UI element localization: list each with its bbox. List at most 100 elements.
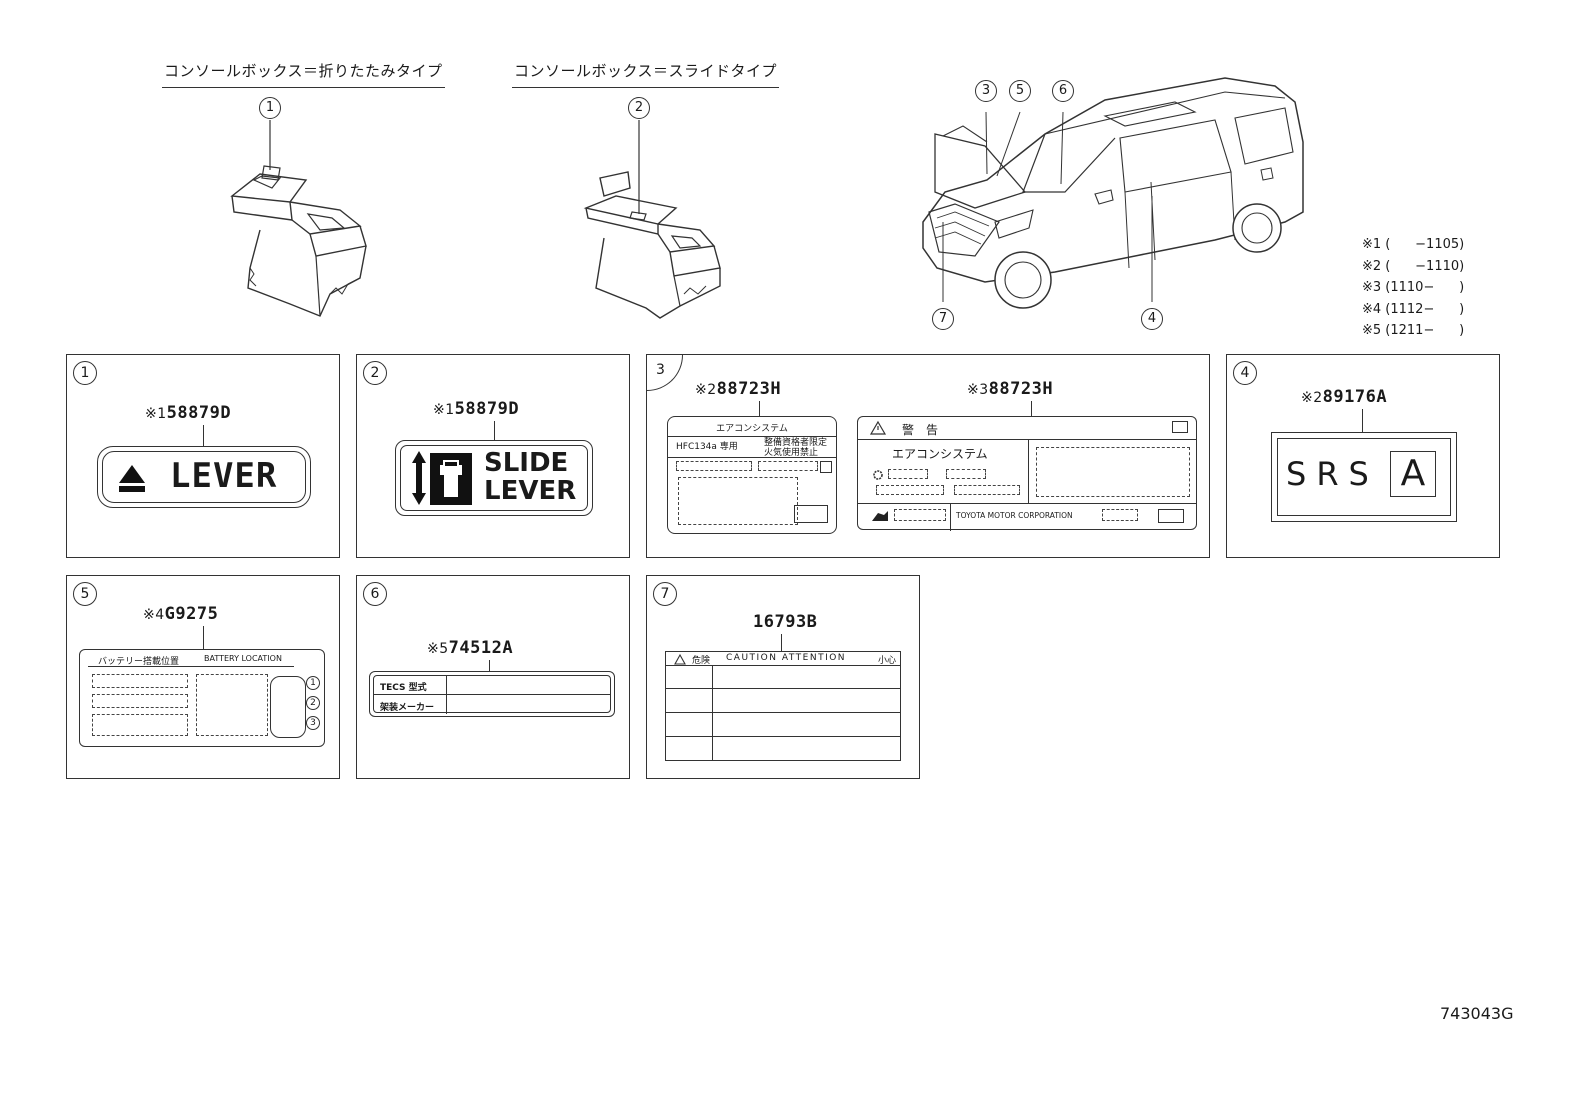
divider-v2 <box>950 503 951 531</box>
variant-mark: ※1 <box>145 406 167 422</box>
hand-lever-icon <box>430 453 472 505</box>
gear-icon <box>873 470 883 480</box>
panel-4: 4 ※289176A SRS A <box>1226 354 1500 558</box>
leader-line <box>1362 409 1363 433</box>
variant-mark: ※4 <box>143 607 165 623</box>
panel-number: 2 <box>363 361 387 385</box>
variant-mark: ※2 <box>1301 390 1323 406</box>
divider <box>858 439 1196 440</box>
field-1 <box>1036 447 1190 497</box>
callout-2: 2 <box>628 97 650 119</box>
leader-line <box>489 660 490 672</box>
tecs-label-inner <box>373 675 611 713</box>
lever-label-inner <box>102 451 306 503</box>
leader-line <box>781 634 782 652</box>
warning-icon-box <box>1172 421 1188 433</box>
callout-5: 5 <box>1009 80 1031 102</box>
part-number: ※574512A <box>427 638 513 658</box>
field-5 <box>794 505 828 523</box>
part-number-text: 88723H <box>988 379 1054 399</box>
field-5 <box>954 485 1020 495</box>
diagram-id: 743043G <box>1440 1004 1514 1023</box>
leader-line <box>1031 401 1032 417</box>
validity-legend: ※1 ( −1105) ※2 ( −1110) ※3 (1110− ) ※4 (… <box>1362 234 1464 342</box>
maker-name: TOYOTA MOTOR CORPORATION <box>956 511 1073 520</box>
warning-triangle-icon <box>869 420 887 435</box>
panel-number: 1 <box>73 361 97 385</box>
caution-en: CAUTION ATTENTION <box>726 653 847 663</box>
row-divider-1 <box>666 688 900 689</box>
field-6 <box>894 509 946 521</box>
panel-5: 5 ※4G9275 バッテリー搭載位置 BATTERY LOCATION 1 2… <box>66 575 340 779</box>
battery-callout-1: 1 <box>306 676 320 690</box>
lever-label: LEVER <box>97 446 311 508</box>
panel-number: 7 <box>653 582 677 606</box>
divider <box>374 694 610 695</box>
callout-3: 3 <box>975 80 997 102</box>
part-number-text: 58879D <box>454 399 520 419</box>
caution-cn: 小心 <box>877 656 896 666</box>
part-number-a: ※288723H <box>695 379 781 399</box>
leader-line <box>203 626 204 650</box>
aircon-warning-2: 火気使用禁止 <box>764 448 819 458</box>
eject-icon <box>119 465 145 492</box>
divider <box>668 457 836 458</box>
field-1 <box>676 461 752 471</box>
variant-mark: ※1 <box>433 402 455 418</box>
legend-item-2: ※2 ( −1110) <box>1362 258 1465 274</box>
callout-7: 7 <box>932 308 954 330</box>
divider <box>88 666 294 667</box>
part-number: 16793B <box>753 612 817 632</box>
srs-text: SRS <box>1286 455 1379 493</box>
console-folding-illustration <box>230 120 367 317</box>
divider <box>666 665 900 666</box>
part-number-text: 88723H <box>716 379 782 399</box>
battery-header-jp: バッテリー搭載位置 <box>98 657 180 667</box>
legend-item-3: ※3 (1110− ) <box>1362 280 1465 295</box>
field-2 <box>92 694 188 708</box>
callout-6: 6 <box>1052 80 1074 102</box>
heading-folding-console: コンソールボックス＝折りたたみタイプ <box>162 60 445 88</box>
heading-slide-console: コンソールボックス＝スライドタイプ <box>512 60 780 88</box>
part-number: ※158879D <box>145 403 231 423</box>
panel-number: 3 <box>647 355 683 391</box>
caution-label: 危険 CAUTION ATTENTION 小心 <box>665 651 901 761</box>
tecs-row-2: 架装メーカー <box>380 703 435 713</box>
legend-item-4: ※4 (1112− ) <box>1362 301 1465 317</box>
field-3 <box>946 469 986 479</box>
aircon-label-small: エアコンシステム HFC134a 専用 整備資格者限定 火気使用禁止 <box>667 416 837 534</box>
divider <box>858 503 1196 504</box>
part-number-text: 16793B <box>753 612 818 632</box>
field-4 <box>876 485 944 495</box>
slide-lever-label: SLIDE LEVER <box>395 440 593 516</box>
slide-arrow-icon <box>412 451 426 505</box>
car-diagram <box>270 676 306 738</box>
col-divider <box>712 665 713 760</box>
tecs-row-1: TECS 型式 <box>380 683 427 693</box>
leader-line <box>759 401 760 417</box>
panel-number: 6 <box>363 582 387 606</box>
legend-item-5: ※5 (1211− ) <box>1362 323 1465 338</box>
field-3 <box>820 461 832 473</box>
legend-item-1: ※1 ( −1105) <box>1362 237 1465 252</box>
panel-number: 4 <box>1233 361 1257 385</box>
lever-text: LEVER <box>170 456 278 496</box>
field-2 <box>888 469 928 479</box>
field-7 <box>1102 509 1138 521</box>
warning-triangle-icon <box>674 653 686 665</box>
part-number-b: ※388723H <box>967 379 1053 399</box>
srs-label: SRS A <box>1271 432 1457 522</box>
divider-v <box>1028 439 1029 503</box>
divider-v <box>446 676 447 714</box>
part-number-text: G9275 <box>164 604 219 624</box>
panel-6: 6 ※574512A TECS 型式 架装メーカー <box>356 575 630 779</box>
battery-location-label: バッテリー搭載位置 BATTERY LOCATION 1 2 3 <box>79 649 325 747</box>
panel-7: 7 16793B 危険 CAUTION ATTENTION 小心 <box>646 575 920 779</box>
part-number-text: 89176A <box>1322 387 1388 407</box>
aircon-title: エアコンシステム <box>668 421 836 437</box>
console-slide-illustration <box>583 120 721 319</box>
caution-jp: 危険 <box>692 656 711 666</box>
part-number: ※4G9275 <box>143 604 218 624</box>
srs-type-box: A <box>1390 451 1436 497</box>
row-divider-3 <box>666 736 900 737</box>
